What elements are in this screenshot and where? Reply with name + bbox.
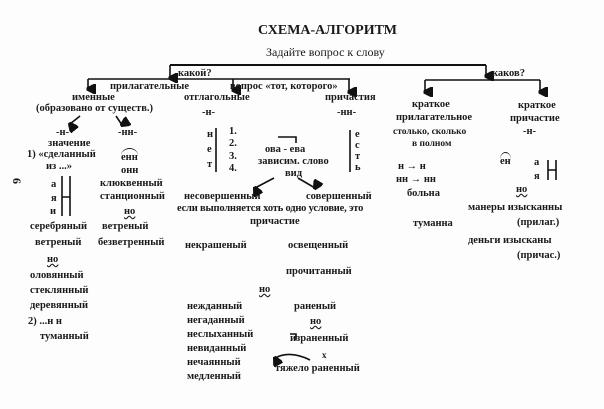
question-kakoy: какой? <box>178 68 212 79</box>
est-0: е <box>355 129 360 140</box>
short-part-label-2: причастие <box>510 113 560 124</box>
n-item2: 2) ...н н <box>28 316 62 327</box>
short-adj-ex1: больна <box>407 188 440 199</box>
exc-4: нечаянный <box>187 357 241 368</box>
n-suffix: -н- <box>56 127 70 138</box>
imperfective: несовершенный <box>184 191 261 202</box>
nn-suffix: -нн- <box>118 127 138 138</box>
rule-text: если выполняется хоть одно условие, это <box>177 203 364 214</box>
ex-osveshchenny: освещенный <box>288 240 349 251</box>
short-part-suffix: -н- <box>523 126 537 137</box>
short-part-label: краткое <box>518 100 556 111</box>
est-2: т <box>355 151 361 162</box>
ex-tyazhelo: тяжело раненный <box>275 363 360 374</box>
dependent-word: зависим. слово <box>258 156 329 167</box>
short-adj-rule: столько, сколько <box>393 127 467 137</box>
nn-ex-0: клюквенный <box>100 178 163 189</box>
exc-0: нежданный <box>187 301 243 312</box>
verbal-label: отглагольные <box>184 92 250 103</box>
n-but: но <box>47 254 59 265</box>
participles-suffix: -нн- <box>337 107 357 118</box>
verbal-but: но <box>259 284 271 295</box>
cond-3: 3. <box>229 151 237 162</box>
nn-exc-0: ветреный <box>102 221 149 232</box>
nn-exc-1: безветренный <box>98 237 165 248</box>
n-ex1: серебряный <box>30 221 88 232</box>
n-meaning: значение <box>48 138 91 149</box>
rule-text-2: причастие <box>250 216 300 227</box>
short-adj-ex2: туманна <box>413 218 453 229</box>
short-adj-r1: н → н <box>398 161 426 172</box>
adj-named: именные <box>72 92 115 103</box>
est-1: с <box>355 140 360 151</box>
short-part-ya: я <box>534 171 540 182</box>
aspect: вид <box>285 168 303 179</box>
net-1: е <box>207 144 212 155</box>
ex-prochitanny: прочитанный <box>286 266 352 277</box>
n-ex3: туманный <box>40 331 89 342</box>
n-exc-1: стеклянный <box>30 285 89 296</box>
adj-named-note: (образовано от существ.) <box>36 103 154 114</box>
cond-2: 2. <box>229 138 237 149</box>
n-item1: 1) «сделанный <box>27 149 96 160</box>
ex-nekrasheny: некрашеный <box>185 240 247 251</box>
exc-1: негаданный <box>187 315 245 326</box>
short-part-ex1: манеры изысканны <box>468 202 563 213</box>
exc-2: неслыханный <box>187 329 254 340</box>
short-part-ex2: деньги изысканы <box>468 235 552 246</box>
cross-mark: х <box>322 350 327 360</box>
n-a: а <box>51 179 57 190</box>
n-item1b: из ...» <box>46 161 73 172</box>
participles-label: причастия <box>325 92 376 103</box>
ex-raneny: раненый <box>294 301 337 312</box>
short-part-but: но <box>516 184 528 195</box>
short-part-ex2-note: (причас.) <box>517 250 561 261</box>
n-ya: я <box>51 193 57 204</box>
n-exc-2: деревянный <box>30 300 89 311</box>
nn-but: но <box>124 206 136 217</box>
cond-1: 1. <box>229 126 237 137</box>
ex-izranenny: израненный <box>290 333 349 344</box>
n-exc-0: оловянный <box>30 270 84 281</box>
est-3: ь <box>355 162 361 173</box>
n-i: и <box>50 206 57 217</box>
short-adj-label: краткое <box>412 99 450 110</box>
short-part-ex1-note: (прилаг.) <box>517 217 560 228</box>
exc-5: медленный <box>187 371 241 382</box>
verbal-question: вопрос «тот, которого» <box>230 81 338 92</box>
short-adj-rule-2: в полном <box>412 139 452 149</box>
adj-label: прилагательные <box>110 81 189 92</box>
n-ex2: ветреный <box>35 237 82 248</box>
short-part-en: ен <box>500 152 511 168</box>
page-number: 6 <box>10 178 24 184</box>
net-2: т <box>207 159 213 170</box>
short-adj-label-2: прилагательное <box>396 112 473 123</box>
verbal-but-2: но <box>310 316 322 327</box>
question-kakov: каков? <box>492 68 525 79</box>
perfective: совершенный <box>306 191 372 202</box>
cond-4: 4. <box>229 163 237 174</box>
nn-onn: онн <box>121 165 139 176</box>
short-adj-r2: нн → нн <box>396 174 436 185</box>
ova-eva: ова - ева <box>265 144 306 155</box>
net-0: н <box>207 129 214 140</box>
exc-3: невиданный <box>187 343 247 354</box>
short-part-a: а <box>534 157 540 168</box>
nn-ex-1: станционный <box>100 191 165 202</box>
scheme-title: СХЕМА-АЛГОРИТМ <box>258 23 397 38</box>
scheme-subtitle: Задайте вопрос к слову <box>266 45 385 59</box>
verbal-suffix: -н- <box>202 107 216 118</box>
nn-enn: енн <box>121 148 138 164</box>
